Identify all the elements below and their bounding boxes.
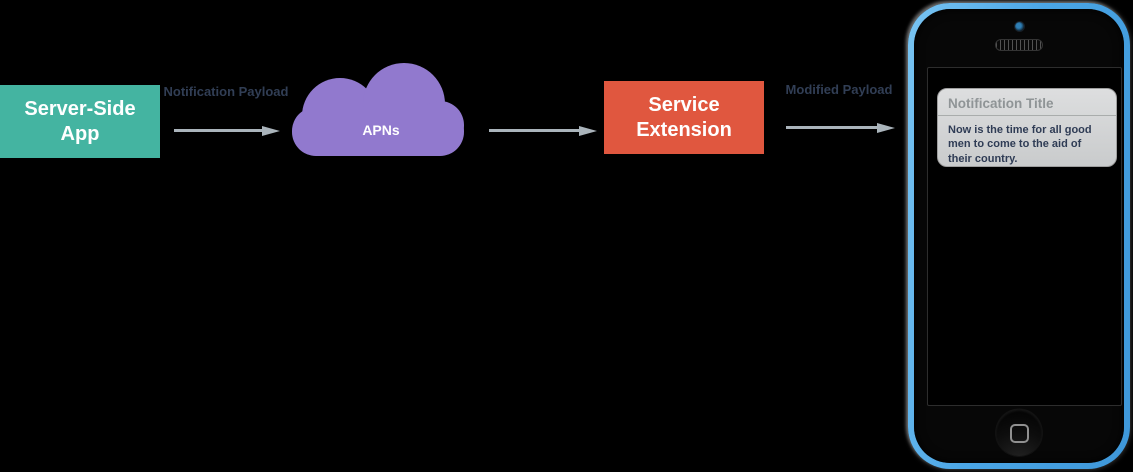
server-side-app-label: Server-Side App [24,97,136,145]
apns-cloud-node: APNs [288,63,474,156]
phone-screen: Notification Title Now is the time for a… [927,67,1122,406]
home-button [996,410,1042,456]
iphone-device: Notification Title Now is the time for a… [908,3,1130,469]
arrow-head-icon [262,125,280,136]
service-extension-label: Service Extension [636,93,732,141]
notification-body: Now is the time for all good men to come… [948,124,1092,165]
notification-banner: Notification Title Now is the time for a… [937,88,1117,167]
arrow-head-icon [579,125,597,136]
arrow-line [174,129,262,132]
notification-title: Notification Title [948,96,1054,111]
service-extension-node: Service Extension [604,81,764,154]
apns-label: APNs [362,122,400,138]
arrow-head-icon [877,122,895,133]
home-button-square-icon [1009,423,1029,443]
phone-body: Notification Title Now is the time for a… [914,9,1124,463]
notification-payload-label: Notification Payload [163,84,289,99]
flow-arrow-1 [174,125,280,136]
earpiece-speaker-icon [995,39,1043,51]
flow-arrow-2 [489,125,597,136]
flow-arrow-3 [786,122,895,133]
modified-payload-label: Modified Payload [785,82,893,97]
arrow-line [786,126,877,129]
cloud-icon [292,63,464,156]
arrow-line [489,129,579,132]
server-side-app-node: Server-Side App [0,85,160,158]
banner-divider [938,115,1116,116]
front-camera-icon [1014,21,1025,32]
